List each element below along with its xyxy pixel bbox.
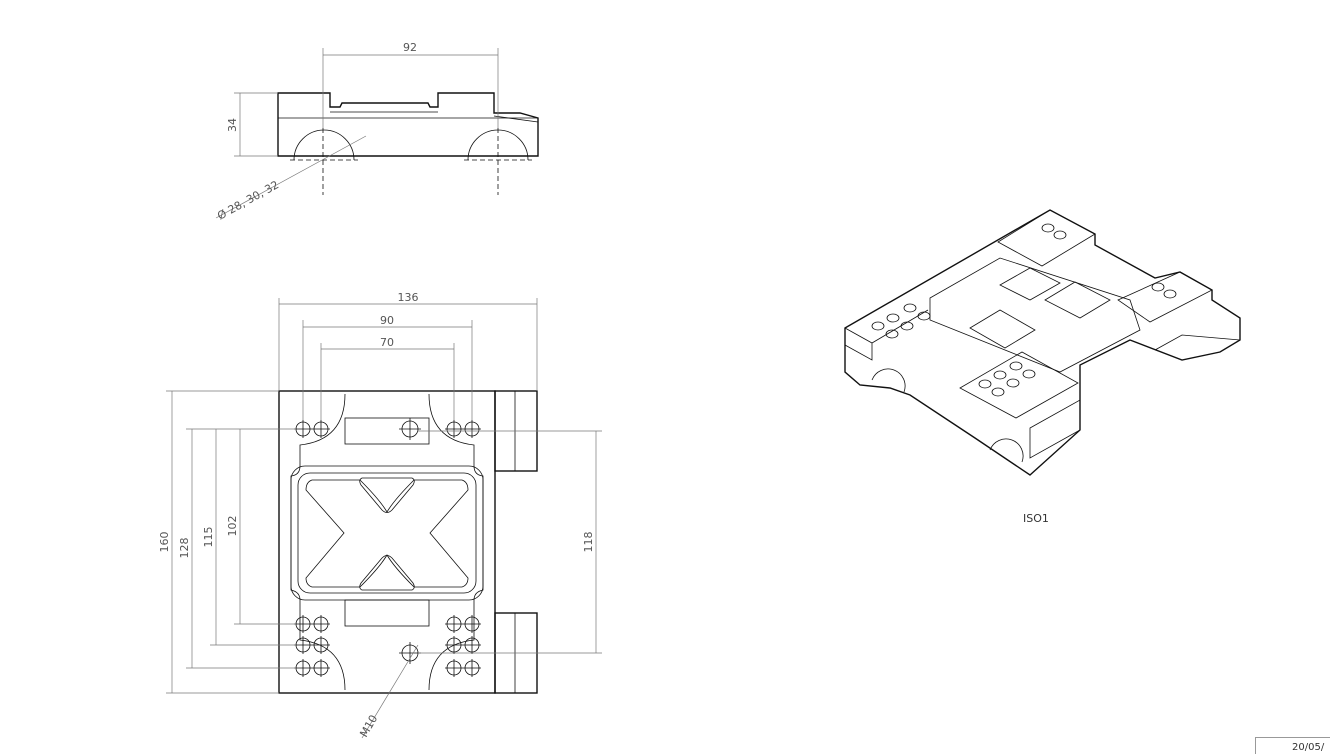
iso-label: ISO1 bbox=[1023, 512, 1049, 525]
diameter-note: Ø 28, 30, 32 bbox=[215, 178, 281, 222]
dim-115: 115 bbox=[202, 527, 215, 548]
top-view: 92 34 Ø 28, 30, 32 bbox=[215, 41, 539, 223]
iso-main-pocket bbox=[929, 257, 1141, 373]
dim-136: 136 bbox=[398, 291, 419, 304]
dim-160: 160 bbox=[158, 532, 171, 553]
x-rib-pocket bbox=[305, 479, 469, 588]
hole-crosshairs bbox=[294, 418, 481, 677]
iso-right-rail bbox=[1154, 334, 1241, 351]
triangle-pocket-top bbox=[359, 477, 415, 513]
iso-triangle-left bbox=[969, 309, 1036, 349]
dim-102: 102 bbox=[226, 516, 239, 537]
iso-top-block bbox=[997, 209, 1096, 267]
iso-left-block bbox=[844, 309, 929, 361]
iso-view: ISO1 bbox=[844, 209, 1241, 525]
title-block-corner: 20/05/ bbox=[1255, 737, 1330, 754]
dim-92: 92 bbox=[403, 41, 417, 54]
iso-center-boss bbox=[999, 267, 1061, 301]
iso-front-block bbox=[959, 351, 1079, 419]
iso-front-rail bbox=[1029, 399, 1081, 459]
iso-arc-front bbox=[989, 438, 1024, 463]
iso-arc-left bbox=[871, 368, 906, 393]
iso-outline bbox=[844, 209, 1241, 476]
dim-118: 118 bbox=[582, 532, 595, 553]
main-pocket-inner bbox=[297, 472, 477, 594]
iso-triangle-right bbox=[1044, 281, 1111, 319]
center-slot-top bbox=[344, 417, 430, 445]
title-block-date: 20/05/ bbox=[1292, 742, 1325, 753]
iso-holes bbox=[871, 223, 1177, 397]
center-slot-bottom bbox=[344, 599, 430, 627]
dim-128: 128 bbox=[178, 538, 191, 559]
top-view-outline bbox=[277, 92, 539, 157]
main-pocket bbox=[290, 465, 484, 601]
thread-callout: M10 bbox=[357, 713, 380, 740]
top-view-ramp bbox=[493, 115, 539, 123]
plate-outline bbox=[278, 390, 496, 694]
dim-90: 90 bbox=[380, 314, 394, 327]
plan-view: 136 90 70 160 128 115 102 118 M10 bbox=[158, 291, 602, 740]
iso-right-block bbox=[1117, 271, 1213, 323]
hole-pattern bbox=[294, 418, 481, 677]
diameter-leader bbox=[215, 135, 367, 219]
dim-70: 70 bbox=[380, 336, 394, 349]
thread-leader bbox=[361, 644, 419, 739]
dim-34: 34 bbox=[226, 118, 239, 132]
top-view-arc-left bbox=[293, 129, 355, 161]
triangle-pocket-bottom bbox=[359, 555, 415, 591]
